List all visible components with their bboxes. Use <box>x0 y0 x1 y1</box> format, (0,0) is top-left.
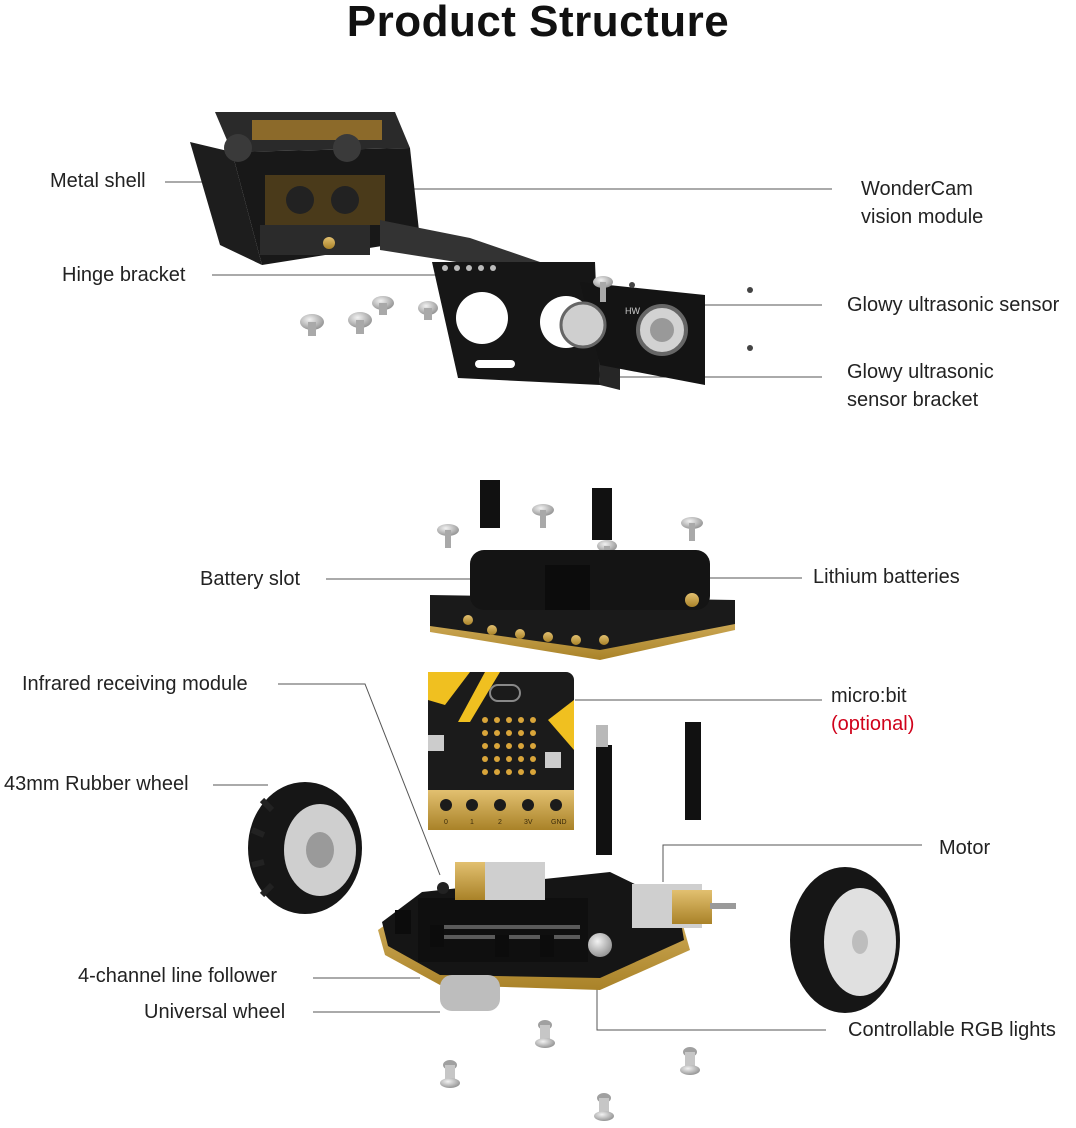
page-title: Product Structure <box>346 0 730 46</box>
standoffs <box>596 722 701 855</box>
bottom-screws <box>440 1020 700 1121</box>
screw-icon <box>372 296 394 315</box>
screw-icon <box>300 314 324 336</box>
screw-icon <box>437 524 459 548</box>
microbit-pin-3v: 3V <box>524 819 533 826</box>
top-screws <box>300 276 753 351</box>
left-rubber-wheel-part <box>248 782 362 914</box>
label-rgb-lights: Controllable RGB lights <box>848 1019 1056 1041</box>
metal-shell-part <box>190 112 540 272</box>
label-motor: Motor <box>939 837 991 859</box>
microbit-part: 0 1 2 3V GND <box>428 672 574 830</box>
label-glowy-bracket: Glowy ultrasonic sensor bracket <box>847 358 994 414</box>
label-infrared-module: Infrared receiving module <box>22 673 248 695</box>
right-rubber-wheel-part <box>790 867 900 1013</box>
nut-icon <box>747 287 753 293</box>
screw-icon <box>418 301 438 320</box>
label-microbit: micro:bit (optional) <box>831 682 914 738</box>
label-hinge-bracket: Hinge bracket <box>62 264 186 286</box>
screw-icon <box>532 504 554 528</box>
microbit-pin-1: 1 <box>470 819 474 826</box>
microbit-pin-gnd: GND <box>551 819 567 826</box>
label-microbit-optional: (optional) <box>831 713 915 735</box>
leader-lines <box>165 181 922 1031</box>
label-wondercam: WonderCam vision module <box>861 175 983 231</box>
screw-icon <box>680 1047 700 1075</box>
screw-icon <box>594 1093 614 1121</box>
label-universal-wheel: Universal wheel <box>144 1001 286 1023</box>
ultrasonic-sensor-part: HW <box>559 282 705 385</box>
label-wondercam-line1: WonderCam <box>861 178 973 200</box>
ultrasonic-marking: HW <box>625 306 640 316</box>
label-glowy-bracket-line1: Glowy ultrasonic <box>847 361 994 383</box>
screw-icon <box>593 276 613 302</box>
microbit-pin-2: 2 <box>498 819 502 826</box>
nut-icon <box>629 282 635 288</box>
screw-icon <box>535 1020 555 1048</box>
label-wondercam-line2: vision module <box>861 206 984 228</box>
screw-icon <box>440 1060 460 1088</box>
battery-slot-part <box>430 480 735 660</box>
screw-icon <box>681 517 703 541</box>
screw-icon <box>348 312 372 334</box>
label-rubber-wheel: 43mm Rubber wheel <box>4 773 189 795</box>
label-battery-slot: Battery slot <box>200 568 301 590</box>
leader-infrared <box>278 683 441 876</box>
label-lithium-batteries: Lithium batteries <box>813 566 960 588</box>
main-chassis-part <box>378 862 736 1011</box>
nut-icon <box>747 345 753 351</box>
label-metal-shell: Metal shell <box>50 170 146 192</box>
microbit-pin-0: 0 <box>444 819 448 826</box>
label-microbit-name: micro:bit <box>831 685 907 707</box>
label-line-follower: 4-channel line follower <box>78 965 278 987</box>
label-glowy-bracket-line2: sensor bracket <box>847 389 979 411</box>
label-glowy-sensor: Glowy ultrasonic sensor <box>847 294 1060 316</box>
leader-motor <box>662 844 922 882</box>
